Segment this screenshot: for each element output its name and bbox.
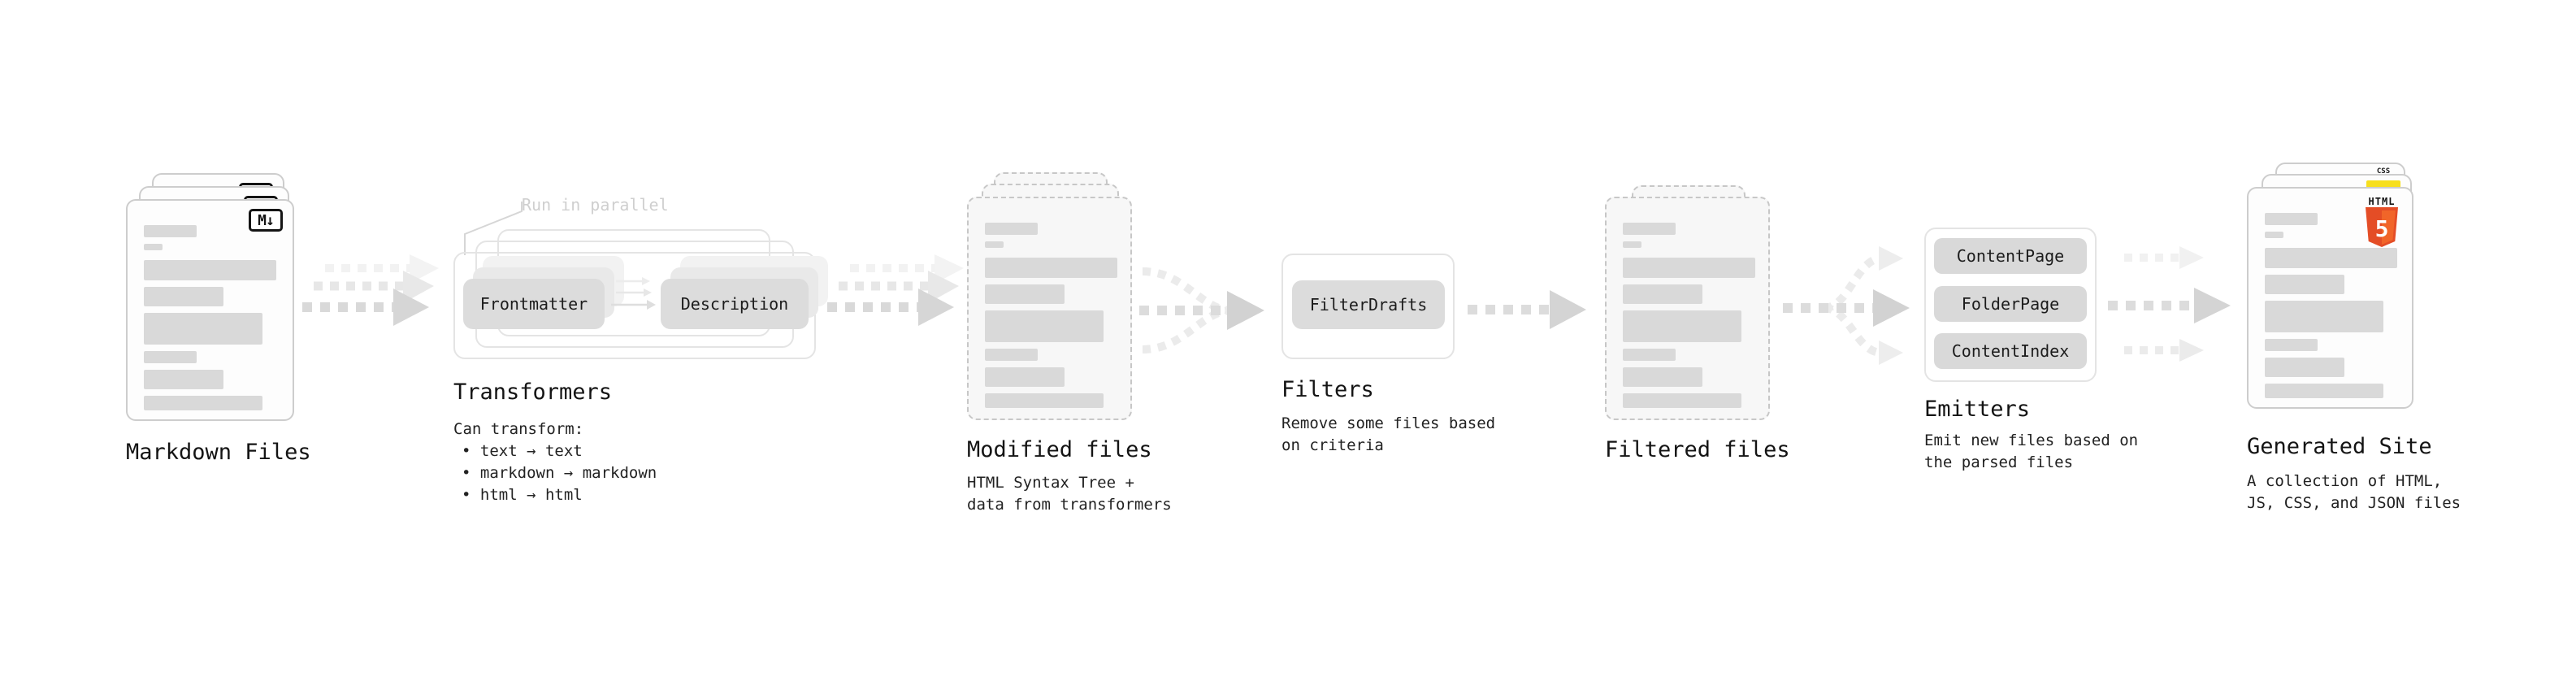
stage-title: Emitters [1924, 397, 2031, 422]
filters-container [1281, 254, 1455, 359]
stage-caption: HTML Syntax Tree + data from transformer… [967, 474, 1172, 514]
text-line-placeholder [1623, 258, 1755, 278]
text-line-placeholder [144, 370, 223, 389]
stage-filtered-files: Filtered files [1605, 185, 1849, 464]
stage-title: Generated Site [2247, 434, 2432, 459]
text-line-placeholder [144, 396, 262, 410]
stage-caption-heading: Can transform: [453, 420, 584, 438]
text-line-placeholder [144, 244, 163, 250]
stage-caption: Remove some files based on criteria [1281, 414, 1496, 454]
text-line-placeholder [1623, 367, 1702, 387]
arrow-folderpage-to-site [2108, 288, 2231, 323]
stage-transformers: Run in parallel Frontmatter Description [453, 195, 828, 506]
transform-bullet: • markdown → markdown [462, 464, 657, 482]
stage-title: Filters [1281, 377, 1374, 402]
transform-bullet: • html → html [462, 486, 583, 504]
text-line-placeholder [2265, 384, 2383, 398]
stage-generated-site: CSS HTML 5 [2247, 163, 2507, 514]
svg-text:5: 5 [2375, 215, 2389, 242]
stage-markdown-files: M↓ M↓ M↓ Markdown Files [126, 173, 370, 466]
arrow-contentpage-to-site [2124, 246, 2204, 269]
transform-bullet: • text → text [462, 442, 583, 460]
text-line-placeholder [985, 367, 1065, 387]
transformer-pill-frontmatter: Frontmatter [463, 279, 605, 329]
emitters-container [1924, 228, 2097, 382]
html-file-card: HTML 5 [2247, 187, 2413, 409]
generated-site-stack: CSS HTML 5 [2247, 163, 2413, 409]
filter-pill-filterdrafts: FilterDrafts [1292, 280, 1445, 329]
arrow-filters-to-filtered [1468, 290, 1586, 329]
text-line-placeholder [144, 260, 276, 280]
text-line-placeholder [985, 223, 1038, 235]
modified-file-stack [967, 172, 1132, 420]
placeholder-text-lines [1607, 198, 1768, 408]
text-line-placeholder [1623, 349, 1676, 361]
text-line-placeholder [2265, 339, 2318, 351]
annotation-callout-line [464, 202, 523, 255]
text-line-placeholder [1623, 393, 1741, 408]
text-line-placeholder [144, 313, 262, 345]
text-line-placeholder [985, 349, 1038, 361]
stage-title: Filtered files [1605, 437, 1790, 462]
filtered-file-card-front [1605, 197, 1770, 420]
text-line-placeholder [985, 258, 1117, 278]
placeholder-text-lines [969, 198, 1130, 408]
placeholder-text-lines [2249, 189, 2412, 398]
emitter-pill-contentindex: ContentIndex [1934, 333, 2087, 369]
text-line-placeholder [985, 241, 1004, 248]
html5-icon-shield: 5 [2366, 207, 2398, 247]
placeholder-text-lines [128, 201, 293, 410]
emitter-pill-folderpage: FolderPage [1934, 286, 2087, 322]
text-line-placeholder [985, 393, 1104, 408]
text-line-placeholder [144, 225, 197, 237]
transformers-stack: Run in parallel Frontmatter Description [453, 195, 828, 359]
css-icon-text: CSS [2376, 167, 2391, 176]
emitter-pill-contentpage: ContentPage [1934, 238, 2087, 274]
markdown-icon: M↓ [249, 209, 283, 232]
markdown-icon-text: M↓ [258, 211, 275, 229]
stage-title: Modified files [967, 437, 1152, 462]
arrow-transformers-to-modified [827, 254, 964, 326]
text-line-placeholder [1623, 284, 1702, 304]
html5-icon: HTML 5 [2363, 197, 2400, 251]
text-line-placeholder [1623, 241, 1641, 248]
transformer-pill-description: Description [661, 279, 809, 329]
stage-emitters: ContentPage FolderPage ContentIndex Emit… [1924, 228, 2168, 474]
stage-filters: FilterDrafts Filters Remove some files b… [1281, 254, 1525, 457]
pill-flow-arrows [611, 277, 656, 310]
arrow-contentindex-to-site [2124, 339, 2204, 362]
arrow-filtered-to-emitters [1783, 246, 1910, 365]
text-line-placeholder [144, 287, 223, 306]
filters-box: FilterDrafts [1281, 254, 1455, 359]
text-line-placeholder [2265, 213, 2318, 225]
modified-file-card-front [967, 197, 1132, 420]
text-line-placeholder [2265, 275, 2344, 294]
text-line-placeholder [2265, 248, 2397, 268]
arrow-markdown-to-transformers [302, 254, 439, 326]
text-line-placeholder [985, 310, 1104, 342]
emitters-box: ContentPage FolderPage ContentIndex [1924, 228, 2097, 382]
run-in-parallel-annotation: Run in parallel [522, 195, 669, 215]
stage-caption: A collection of HTML, JS, CSS, and JSON … [2247, 472, 2461, 512]
text-line-placeholder [2265, 358, 2344, 377]
filtered-file-stack [1605, 185, 1770, 420]
text-line-placeholder [2265, 301, 2383, 332]
text-line-placeholder [1623, 223, 1676, 235]
arrow-modified-to-filters [1139, 267, 1264, 354]
stage-title: Transformers [453, 380, 613, 405]
stage-title: Markdown Files [126, 440, 311, 465]
text-line-placeholder [2265, 232, 2283, 238]
stage-caption: Emit new files based on the parsed files [1924, 432, 2139, 471]
html5-icon-word: HTML [2368, 196, 2396, 207]
markdown-file-card-front: M↓ [126, 199, 294, 421]
text-line-placeholder [1623, 310, 1741, 342]
stage-modified-files: Modified files HTML Syntax Tree + data f… [967, 172, 1211, 516]
text-line-placeholder [144, 351, 197, 363]
markdown-file-stack: M↓ M↓ M↓ [126, 173, 294, 421]
text-line-placeholder [985, 284, 1065, 304]
